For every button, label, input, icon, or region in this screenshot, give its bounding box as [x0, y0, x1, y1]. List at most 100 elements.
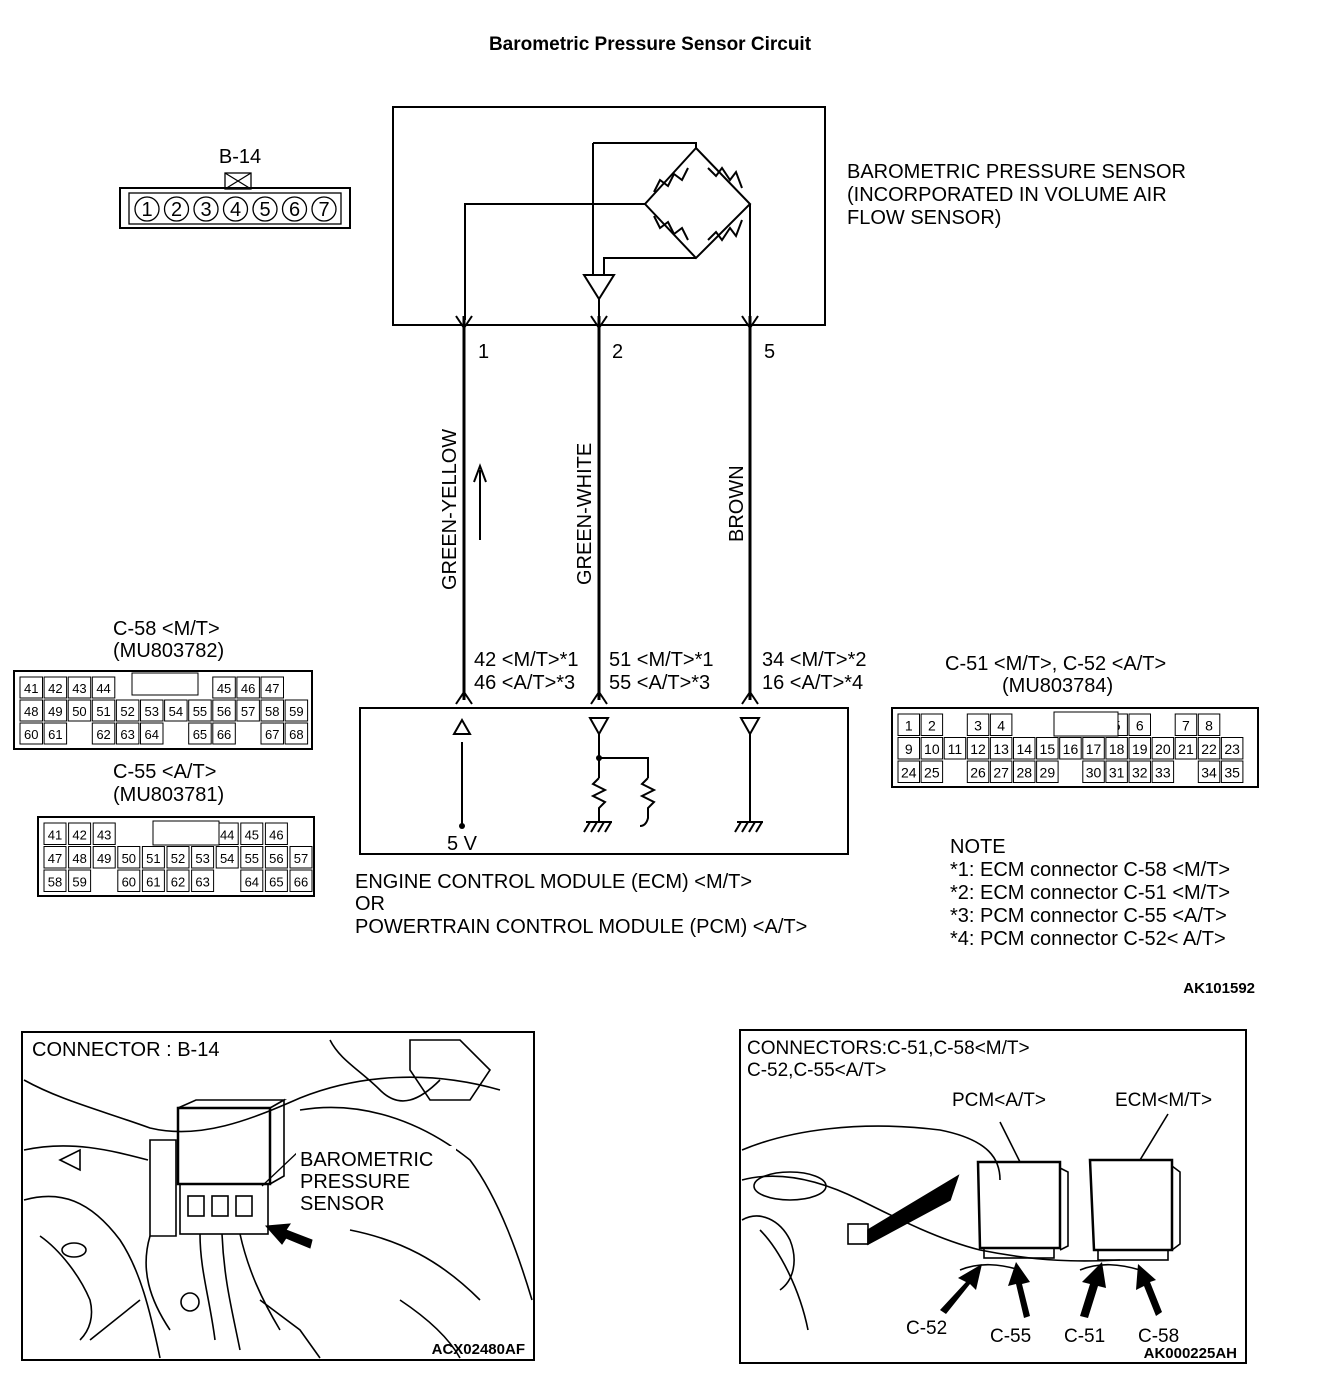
- pin-cell: [1128, 713, 1151, 736]
- pin-cell: [19, 699, 43, 722]
- pin-cell: [215, 846, 239, 869]
- pin-number: 44: [96, 681, 110, 696]
- wire-1-ecm-line1: 42 <M/T>*1: [474, 649, 579, 671]
- b14-pin-number: 7: [318, 199, 329, 221]
- pin-number: 41: [48, 828, 62, 843]
- pin-number: 54: [169, 704, 183, 719]
- pin-cell: [43, 822, 67, 845]
- pin-number: 64: [145, 727, 159, 742]
- pin-cell: [188, 699, 212, 722]
- pin-cell: [1151, 737, 1175, 760]
- pin-number: 59: [289, 704, 303, 719]
- pin-number: 58: [48, 875, 62, 890]
- pcm-label: PCM<A/T>: [952, 1090, 1046, 1111]
- sensor-label-line3: FLOW SENSOR): [847, 207, 1001, 229]
- pin-cell: [212, 699, 236, 722]
- wire-2-color: GREEN-WHITE: [574, 443, 596, 585]
- wire-1-pin: 1: [478, 341, 489, 363]
- pin-cell: [1059, 737, 1082, 760]
- wire-1-ecm-line2: 46 <A/T>*3: [474, 672, 575, 694]
- pin-cell: [920, 737, 944, 760]
- pin-number: 66: [294, 875, 308, 890]
- pin-number: 8: [1205, 718, 1213, 734]
- sensor-box: [392, 106, 826, 326]
- pin-number: 22: [1201, 741, 1217, 757]
- sensor-label: BAROMETRIC PRESSURE SENSOR (INCORPORATED…: [847, 161, 1186, 229]
- pin-number: 53: [195, 851, 209, 866]
- pin-number: 49: [97, 851, 111, 866]
- note-3: *3: PCM connector C-55 <A/T>: [950, 905, 1227, 927]
- pin-cell: [1036, 737, 1059, 760]
- pin-cell: [989, 760, 1013, 783]
- pin-number: 4: [997, 718, 1005, 734]
- pin-cell: [1036, 760, 1059, 783]
- pin-number: 48: [24, 704, 38, 719]
- pin-cell: [240, 846, 264, 869]
- pin-number: 26: [970, 765, 986, 781]
- b14-pin-number: 5: [259, 199, 270, 221]
- pin-cell: [1128, 760, 1151, 783]
- pin-cell: [67, 676, 92, 699]
- module-label-line2: OR: [355, 893, 385, 915]
- pin-cell: [289, 869, 313, 892]
- b14-pin-number: 3: [200, 199, 211, 221]
- pin-number: 56: [269, 851, 283, 866]
- note-4: *4: PCM connector C-52< A/T>: [950, 928, 1226, 950]
- pin-cell: [966, 713, 990, 736]
- pin-cell: [91, 699, 116, 722]
- b14-pin-circle: [134, 196, 160, 222]
- pin-cell: [284, 722, 309, 745]
- pin-cell: [943, 737, 967, 760]
- b14-pin-circle: [252, 196, 278, 222]
- photo-right-sketch: [741, 1113, 1181, 1331]
- pin-cell: [966, 760, 990, 783]
- c55-label: C-55: [990, 1326, 1031, 1347]
- pin-cell: [92, 846, 116, 869]
- diagram-title: Barometric Pressure Sensor Circuit: [489, 34, 812, 55]
- pin-cell: [43, 722, 68, 745]
- notes: NOTE *1: ECM connector C-58 <M/T> *2: EC…: [950, 836, 1230, 950]
- pin-number: 34: [1201, 765, 1217, 781]
- pin-cell: [1013, 760, 1036, 783]
- pin-number: 17: [1086, 741, 1102, 757]
- pin-number: 51: [146, 851, 160, 866]
- pin-cell: [1197, 713, 1221, 736]
- photo-left-callout-line1: BAROMETRIC: [300, 1149, 433, 1171]
- pin-number: 47: [265, 681, 279, 696]
- c58-title: C-58 <M/T>: [113, 618, 220, 640]
- pin-number: 61: [48, 727, 62, 742]
- pin-number: 50: [122, 851, 136, 866]
- pin-number: 45: [245, 828, 259, 843]
- pin-cell: [68, 846, 92, 869]
- pin-cell: [989, 737, 1013, 760]
- pin-number: 58: [265, 704, 279, 719]
- wire-2-ecm-line1: 51 <M/T>*1: [609, 649, 714, 671]
- pin-cell: [284, 699, 309, 722]
- pin-number: 53: [145, 704, 159, 719]
- pin-number: 6: [1136, 718, 1144, 734]
- pin-number: 61: [146, 875, 160, 890]
- sensor-label-line1: BAROMETRIC PRESSURE SENSOR: [847, 161, 1186, 183]
- pin-cell: [1013, 737, 1036, 760]
- pin-cell: [19, 676, 43, 699]
- note-2: *2: ECM connector C-51 <M/T>: [950, 882, 1230, 904]
- sensor-label-line2: (INCORPORATED IN VOLUME AIR: [847, 184, 1167, 206]
- pin-cell: [1197, 760, 1221, 783]
- pin-number: 3: [974, 718, 982, 734]
- pin-number: 33: [1155, 765, 1171, 781]
- pin-cell: [191, 846, 215, 869]
- pin-number: 24: [901, 765, 917, 781]
- pin-number: 1: [905, 718, 913, 734]
- wire-5-ecm-line1: 34 <M/T>*2: [762, 649, 867, 671]
- pin-cell: [1174, 713, 1198, 736]
- wire-2-pin: 2: [612, 341, 623, 363]
- c51-label: C-51: [1064, 1326, 1105, 1347]
- pin-cell: [260, 699, 284, 722]
- pin-number: 51: [96, 704, 110, 719]
- pin-cell: [43, 846, 67, 869]
- pin-cell: [897, 760, 920, 783]
- connector-key: [131, 672, 199, 696]
- b14-pin-number: 4: [230, 199, 241, 221]
